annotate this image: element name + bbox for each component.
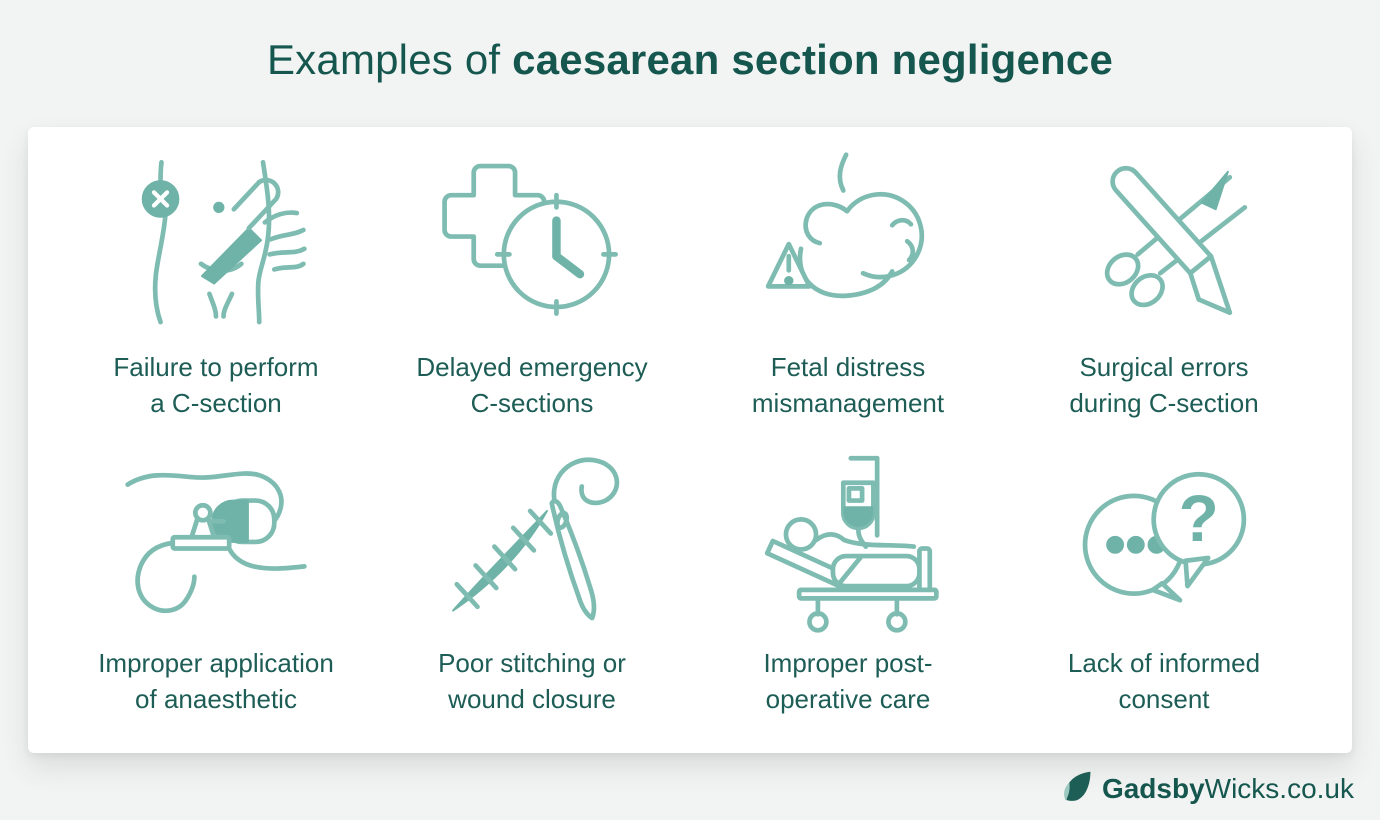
no-csection-icon <box>116 147 316 339</box>
leaf-icon <box>1062 770 1093 808</box>
hospital-bed-icon <box>748 443 948 635</box>
stitching-needle-icon <box>432 443 632 635</box>
page-title: Examples of caesarean section negligence <box>0 0 1380 84</box>
negligence-item-delayed-emergency: Delayed emergency C-sections <box>374 147 690 443</box>
question-mark-glyph: ? <box>1179 481 1219 555</box>
item-label: Failure to perform a C-section <box>113 352 319 419</box>
item-label: Poor stitching or wound closure <box>438 648 626 715</box>
negligence-item-anaesthetic: Improper application of anaesthetic <box>58 443 374 739</box>
negligence-item-post-operative: Improper post- operative care <box>690 443 1006 739</box>
brand-bold-text: Gadsby <box>1101 773 1205 804</box>
anaesthetic-mask-icon <box>116 443 316 635</box>
brand-text: GadsbyWicks.co.uk <box>1102 773 1354 805</box>
fetal-distress-icon <box>748 147 948 339</box>
item-label: Improper application of anaesthetic <box>98 648 334 715</box>
item-label: Surgical errors during C-section <box>1069 352 1259 419</box>
delayed-clock-icon <box>432 147 632 339</box>
item-label: Fetal distress mismanagement <box>751 352 945 419</box>
negligence-item-fetal-distress: Fetal distress mismanagement <box>690 147 1006 443</box>
title-bold-text: caesarean section negligence <box>512 36 1114 83</box>
item-label: Delayed emergency C-sections <box>416 352 648 419</box>
item-label: Lack of informed consent <box>1067 648 1261 715</box>
brand-rest-text: Wicks.co.uk <box>1204 773 1354 804</box>
item-label: Improper post- operative care <box>763 648 933 715</box>
negligence-item-stitching: Poor stitching or wound closure <box>374 443 690 739</box>
negligence-item-surgical-errors: Surgical errors during C-section <box>1006 147 1322 443</box>
negligence-item-failure-to-perform: Failure to perform a C-section <box>58 147 374 443</box>
surgical-tools-icon <box>1064 147 1264 339</box>
title-light-text: Examples of <box>266 36 513 83</box>
content-card: Failure to perform a C-section Delayed e… <box>28 127 1352 753</box>
negligence-item-informed-consent: ? Lack of informed consent <box>1006 443 1322 739</box>
brand-footer[interactable]: GadsbyWicks.co.uk <box>1062 770 1354 808</box>
speech-bubbles-icon: ? <box>1064 443 1264 635</box>
